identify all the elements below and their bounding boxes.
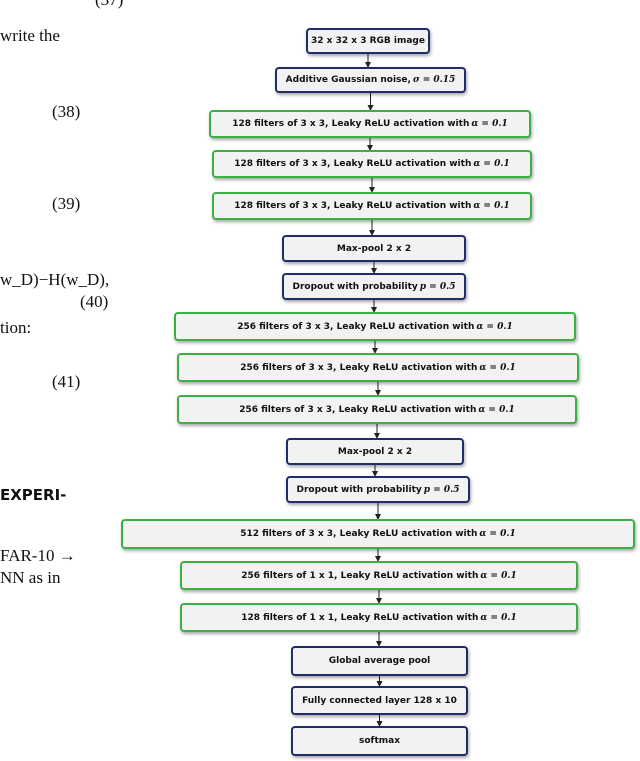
layer-parameter: α = 0.1 xyxy=(479,362,516,373)
layer-parameter: α = 0.1 xyxy=(480,612,517,623)
layer-label: Fully connected layer 128 x 10 xyxy=(302,695,457,706)
layer-parameter: α = 0.1 xyxy=(480,570,517,581)
layer-label: Dropout with probability xyxy=(296,484,422,495)
equation-number-40: (40) xyxy=(80,292,109,311)
layer-parameter: α = 0.1 xyxy=(476,321,513,332)
layer-label: Dropout with probability xyxy=(292,281,418,292)
layer-label: Global average pool xyxy=(328,656,431,666)
layer-box-6: Max-pool 2 x 2 xyxy=(282,235,466,262)
equation-fragment: w_D)−H(w_D), xyxy=(0,270,110,289)
layer-label: Additive Gaussian noise, xyxy=(285,75,411,85)
equation-number-41: (41) xyxy=(52,372,81,391)
layer-label: 128 filters of 3 x 3, Leaky ReLU activat… xyxy=(232,119,470,129)
text-fragment-tion: tion: xyxy=(0,318,32,337)
layer-label: 256 filters of 3 x 3, Leaky ReLU activat… xyxy=(240,362,478,373)
layer-box-16: Global average pool xyxy=(291,646,468,676)
equation-number-39: (39) xyxy=(52,194,81,213)
layer-box-12: Dropout with probability p = 0.5 xyxy=(286,476,470,503)
layer-parameter: α = 0.1 xyxy=(471,119,508,129)
layer-box-17: Fully connected layer 128 x 10 xyxy=(291,686,468,715)
layer-parameter: p = 0.5 xyxy=(423,484,460,495)
text-fragment-cifar: FAR-10 → xyxy=(0,546,76,565)
layer-box-1: 32 x 32 x 3 RGB image xyxy=(306,28,430,54)
equation-number-38: (38) xyxy=(52,102,81,121)
layer-parameter: α = 0.1 xyxy=(473,201,510,211)
layer-parameter: α = 0.1 xyxy=(473,159,510,169)
layer-box-5: 128 filters of 3 x 3, Leaky ReLU activat… xyxy=(212,192,532,220)
layer-label: softmax xyxy=(358,736,400,746)
text-fragment-write-the: write the xyxy=(0,26,60,45)
layer-label: 256 filters of 1 x 1, Leaky ReLU activat… xyxy=(241,570,479,581)
layer-box-7: Dropout with probability p = 0.5 xyxy=(282,273,466,300)
layer-box-18: softmax xyxy=(291,726,468,756)
layer-label: 256 filters of 3 x 3, Leaky ReLU activat… xyxy=(237,321,475,332)
section-heading-fragment: EXPERI- xyxy=(0,486,67,504)
layer-box-2: Additive Gaussian noise, σ = 0.15 xyxy=(275,67,466,93)
layer-label: Max-pool 2 x 2 xyxy=(337,446,413,457)
layer-label: 128 filters of 1 x 1, Leaky ReLU activat… xyxy=(241,612,479,623)
equation-number-37: (37) xyxy=(95,0,123,10)
layer-parameter: p = 0.5 xyxy=(419,281,456,292)
text-fragment-nn-as-in: NN as in xyxy=(0,568,61,587)
layer-box-14: 256 filters of 1 x 1, Leaky ReLU activat… xyxy=(180,561,578,590)
layer-box-3: 128 filters of 3 x 3, Leaky ReLU activat… xyxy=(209,110,531,138)
layer-label: 512 filters of 3 x 3, Leaky ReLU activat… xyxy=(240,529,478,539)
layer-parameter: α = 0.1 xyxy=(478,404,515,415)
layer-box-4: 128 filters of 3 x 3, Leaky ReLU activat… xyxy=(212,150,532,178)
layer-box-11: Max-pool 2 x 2 xyxy=(286,438,464,465)
layer-box-13: 512 filters of 3 x 3, Leaky ReLU activat… xyxy=(121,519,635,549)
layer-label: Max-pool 2 x 2 xyxy=(336,243,412,254)
layer-label: 256 filters of 3 x 3, Leaky ReLU activat… xyxy=(239,404,477,415)
layer-box-15: 128 filters of 1 x 1, Leaky ReLU activat… xyxy=(180,603,578,632)
layer-box-10: 256 filters of 3 x 3, Leaky ReLU activat… xyxy=(177,395,577,424)
layer-label: 128 filters of 3 x 3, Leaky ReLU activat… xyxy=(234,159,472,169)
layer-parameter: α = 0.1 xyxy=(479,529,516,539)
layer-label: 128 filters of 3 x 3, Leaky ReLU activat… xyxy=(234,201,472,211)
layer-parameter: σ = 0.15 xyxy=(412,75,456,85)
layer-label: 32 x 32 x 3 RGB image xyxy=(311,36,425,46)
layer-box-9: 256 filters of 3 x 3, Leaky ReLU activat… xyxy=(177,353,579,382)
layer-box-8: 256 filters of 3 x 3, Leaky ReLU activat… xyxy=(174,312,576,341)
